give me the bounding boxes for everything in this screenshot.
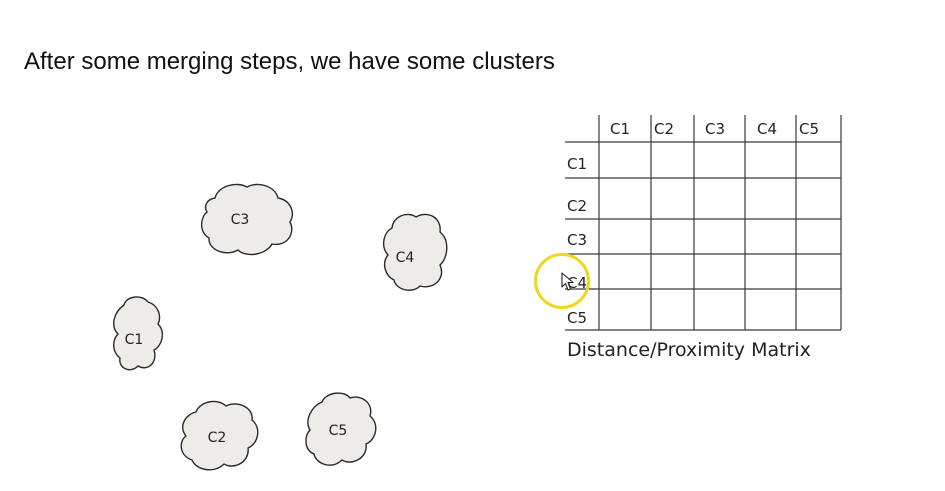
column-header: C5 xyxy=(799,120,819,138)
cluster-c4-label: C4 xyxy=(396,250,415,266)
cluster-c5-shape xyxy=(305,392,377,466)
cluster-c2-shape xyxy=(180,400,259,471)
cluster-c2: C2 xyxy=(180,400,259,471)
matrix-caption: Distance/Proximity Matrix xyxy=(567,339,811,361)
column-header: C3 xyxy=(705,120,725,138)
column-header: C4 xyxy=(757,120,777,138)
cluster-c4: C4 xyxy=(382,213,448,291)
cluster-c2-label: C2 xyxy=(208,430,227,446)
cluster-c3-label: C3 xyxy=(231,212,250,228)
cluster-c1-label: C1 xyxy=(125,332,144,348)
cluster-c3: C3 xyxy=(200,183,294,256)
row-header: C5 xyxy=(567,309,587,327)
column-header: C2 xyxy=(654,120,674,138)
cluster-c5: C5 xyxy=(305,392,377,466)
row-header: C2 xyxy=(567,197,587,215)
cluster-c1: C1 xyxy=(113,296,164,371)
row-header: C1 xyxy=(567,155,587,173)
cursor-highlight xyxy=(534,253,590,309)
cluster-c5-label: C5 xyxy=(329,423,348,439)
cluster-c1-shape xyxy=(113,296,164,371)
slide-title: After some merging steps, we have some c… xyxy=(24,48,555,75)
row-header: C3 xyxy=(567,231,587,249)
cluster-c3-shape xyxy=(200,183,294,256)
column-header: C1 xyxy=(610,120,630,138)
cluster-c4-shape xyxy=(382,213,448,291)
pointer-icon xyxy=(561,272,574,291)
